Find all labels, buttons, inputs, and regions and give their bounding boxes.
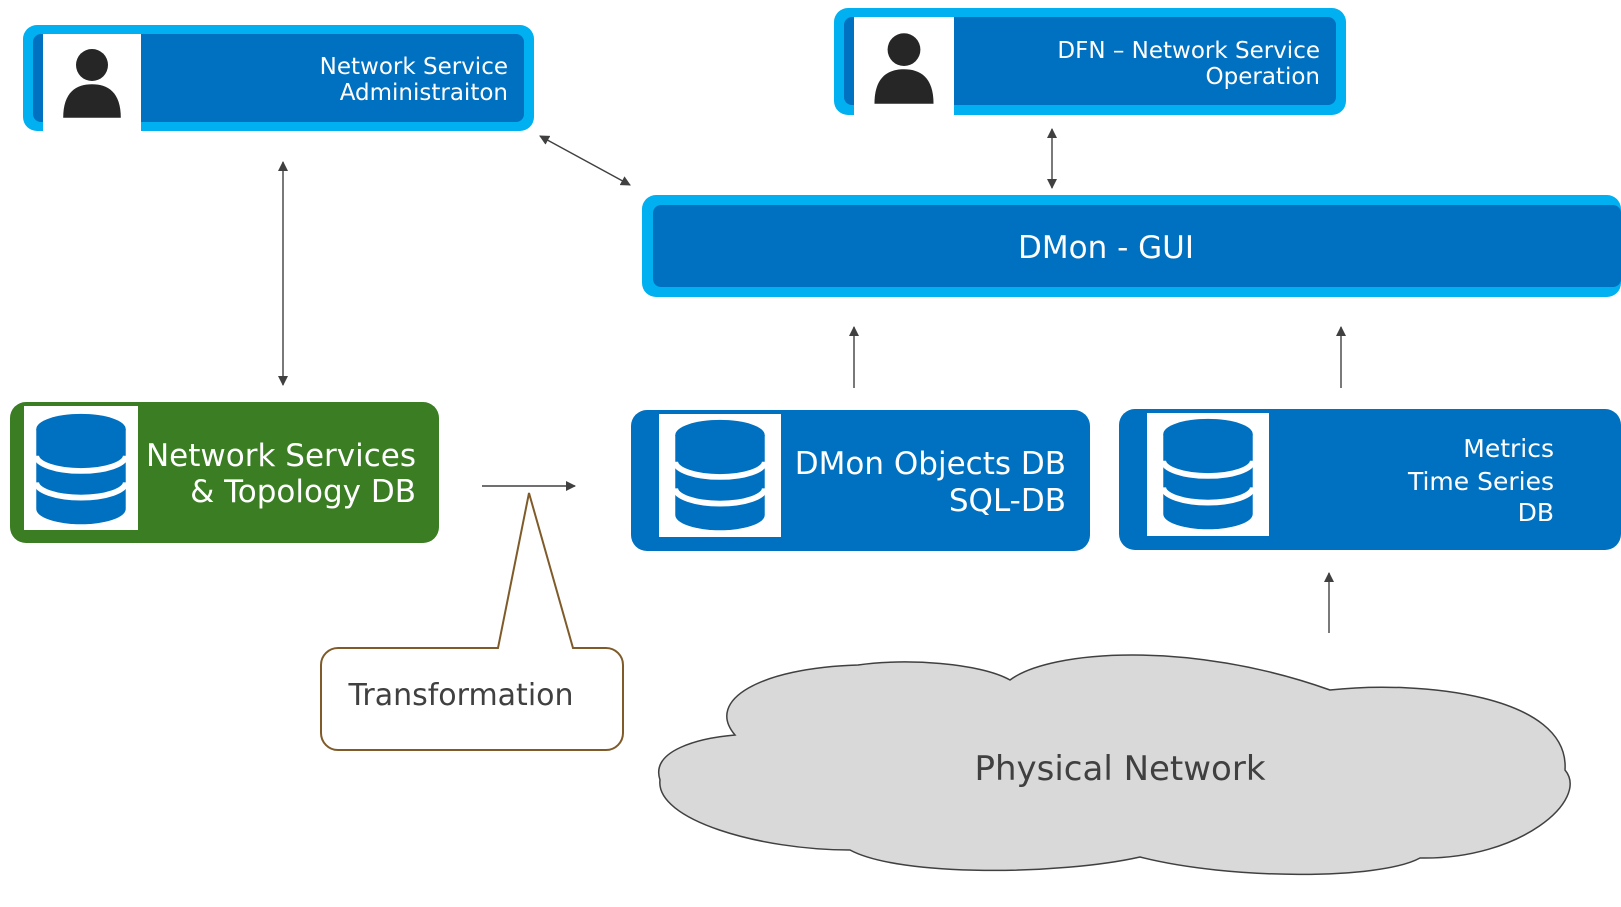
admin-actor-box: Network Service Administraiton [23,25,534,132]
physical-network-cloud: Physical Network [657,654,1571,876]
dfn-label-line1: DFN – Network Service [1057,38,1320,64]
dfn-actor-box: DFN – Network Service Operation [834,8,1346,117]
metrics-db-box: Metrics Time Series DB [1119,409,1621,550]
admin-label-line2: Administraiton [340,80,508,106]
gui-label: DMon - GUI [1018,230,1194,266]
transformation-label: Transformation [347,678,573,713]
dfn-label-line2: Operation [1206,64,1320,90]
physical-network-label: Physical Network [974,749,1265,789]
database-icon [36,414,125,524]
objects-db-label-line2: SQL-DB [949,483,1066,519]
objects-db-box: DMon Objects DB SQL-DB [631,410,1090,551]
topology-db-label-line1: Network Services [146,438,416,474]
database-icon [675,420,764,530]
topology-db-box: Network Services & Topology DB [10,402,439,543]
metrics-db-label-line1: Metrics [1463,434,1554,463]
metrics-db-label-line2: Time Series [1407,467,1554,496]
dmon-gui-box: DMon - GUI [642,195,1621,297]
topology-db-label-line2: & Topology DB [190,474,416,510]
metrics-db-label-line3: DB [1518,498,1554,527]
objects-db-label-line1: DMon Objects DB [795,446,1066,482]
admin-label-line1: Network Service [320,54,508,80]
transformation-callout: Transformation [320,492,624,751]
admin-gui-arrow [539,135,631,186]
database-icon [1163,419,1252,529]
